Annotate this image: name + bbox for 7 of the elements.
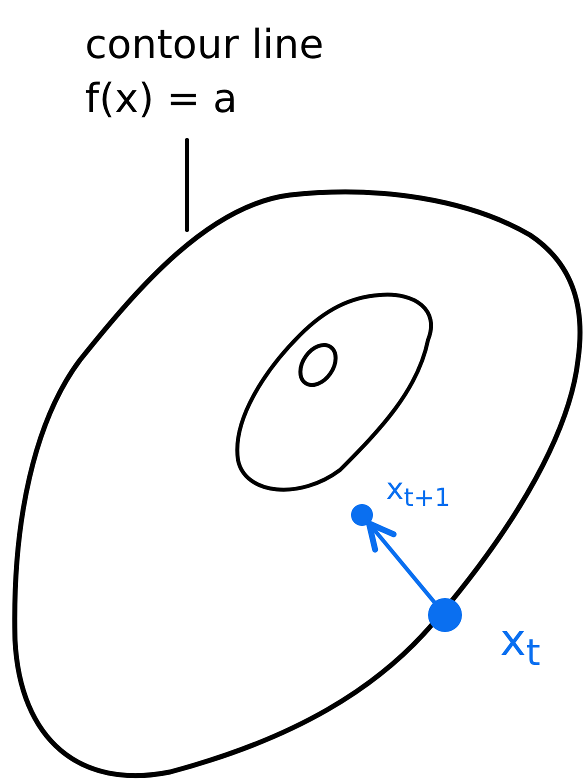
point-marker	[351, 504, 373, 526]
contour-label: contour line f(x) = a	[85, 21, 325, 124]
point-label: x$_{t+1}$	[386, 472, 450, 512]
arrow	[366, 520, 436, 604]
leader-line	[185, 138, 189, 232]
point-label: x$_{t}$	[500, 615, 540, 674]
point-marker	[428, 598, 462, 632]
